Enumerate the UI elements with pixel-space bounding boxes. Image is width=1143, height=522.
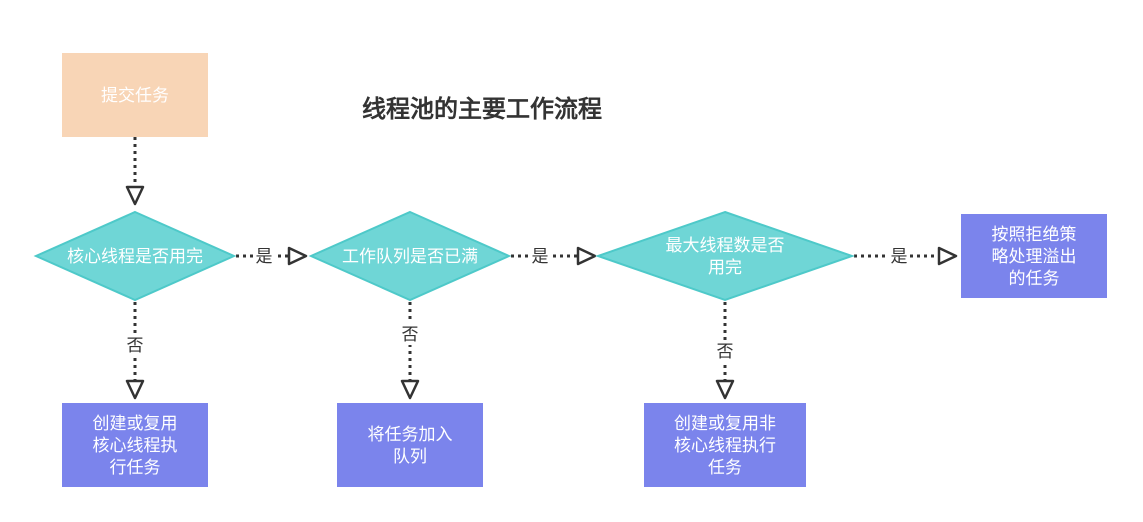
edge-max_used-to-create_noncore: 否 (714, 302, 736, 400)
arrowhead-icon (715, 379, 735, 400)
node-queue-full: 工作队列是否已满 (308, 210, 512, 302)
edge-queue_full-to-max_used: 是 (511, 245, 597, 267)
edges-layer: 是是是否否否 (124, 137, 958, 400)
node-label-line: 工作队列是否已满 (342, 247, 478, 267)
node-label-line: 最大线程数是否 (666, 236, 785, 256)
edge-label-background (124, 334, 146, 356)
node-label-line: 核心线程执 (93, 436, 178, 456)
node-label-line: 用完 (708, 258, 742, 278)
node-core-used: 核心线程是否用完 (33, 210, 237, 302)
edge-label: 是 (256, 247, 273, 267)
decision-diamond (594, 210, 856, 302)
decision-diamond (308, 210, 512, 302)
edge-label-background (529, 245, 551, 267)
edge-core_used-to-queue_full: 是 (236, 245, 308, 267)
arrowhead-icon (400, 379, 420, 400)
diagram-title: 线程池的主要工作流程 (362, 95, 602, 123)
arrowhead-icon (576, 246, 597, 266)
node-label-line: 行任务 (110, 458, 161, 478)
node-label-line: 按照拒绝策 (992, 225, 1077, 245)
edge-label: 是 (891, 247, 908, 267)
node-submit: 提交任务 (62, 53, 208, 137)
process-box (62, 403, 208, 487)
edge-label-background (253, 245, 275, 267)
node-label-line: 创建或复用 (93, 414, 178, 434)
decision-diamond (33, 210, 237, 302)
edge-label-background (399, 323, 421, 345)
node-label-line: 创建或复用非 (674, 414, 776, 434)
edge-label: 否 (717, 342, 734, 362)
edge-label-background (714, 340, 736, 362)
process-box (961, 214, 1107, 298)
edge-label-background (888, 245, 910, 267)
start-box (62, 53, 208, 137)
edge-submit-to-core_used (125, 137, 145, 206)
arrowhead-icon (125, 379, 145, 400)
node-label-line: 队列 (393, 447, 427, 467)
arrowhead-icon (287, 246, 308, 266)
process-box (644, 403, 806, 487)
node-label-line: 提交任务 (101, 86, 169, 106)
arrowhead-icon (937, 246, 958, 266)
edge-label: 否 (127, 336, 144, 356)
node-label-line: 的任务 (1009, 269, 1060, 289)
node-label-line: 核心线程执行 (674, 436, 776, 456)
edge-label: 是 (532, 247, 549, 267)
node-label-line: 将任务加入 (368, 425, 453, 445)
edge-label: 否 (402, 325, 419, 345)
edge-core_used-to-create_core: 否 (124, 302, 146, 400)
process-box (337, 403, 483, 487)
arrowhead-icon (125, 185, 145, 206)
node-label-line: 核心线程是否用完 (67, 247, 203, 267)
node-label-line: 略处理溢出 (992, 247, 1077, 267)
node-label-line: 任务 (708, 458, 742, 478)
edge-queue_full-to-enqueue: 否 (399, 302, 421, 400)
edge-max_used-to-reject: 是 (854, 245, 958, 267)
